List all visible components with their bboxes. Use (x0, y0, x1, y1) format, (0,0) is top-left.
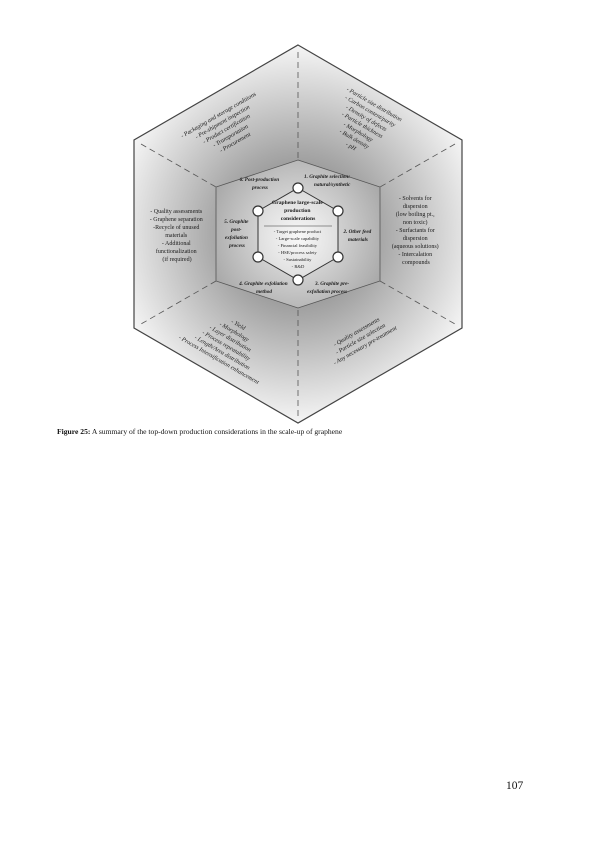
figure-caption-text: A summary of the top-down production con… (90, 427, 343, 436)
figure-caption: Figure 25: A summary of the top-down pro… (57, 427, 537, 437)
stage-4-label: 4. Graphite exfoliation method (238, 281, 289, 295)
outer-left-list: - Quality assessments - Graphene separat… (150, 209, 204, 263)
center-items: - Target graphene product - Large-scale … (274, 229, 323, 269)
stage-1-label: 1. Graphite selection: natural/synthetic (304, 174, 351, 188)
node-2 (332, 205, 344, 217)
stage-nodes (252, 182, 344, 286)
stage-3-label: 3. Graphite pre- exfoliation process (307, 281, 350, 295)
node-1 (292, 182, 304, 194)
page-number: 107 (506, 780, 524, 792)
section-dividers (140, 52, 456, 416)
stage-2-label: 2. Other feed materials (342, 229, 372, 243)
center-title: Graphene large-scale production consider… (272, 200, 324, 222)
outer-right-list: - Solvents for dispersion (low boiling p… (392, 195, 440, 266)
stage-6-label: 6. Post-production process (240, 177, 281, 191)
node-3 (332, 251, 344, 263)
node-4 (292, 274, 304, 286)
stage-5-label: 5. Graphite post- exfoliation process (224, 219, 250, 249)
node-6 (252, 205, 264, 217)
node-5 (252, 251, 264, 263)
figure-label: Figure 25: (57, 427, 91, 436)
